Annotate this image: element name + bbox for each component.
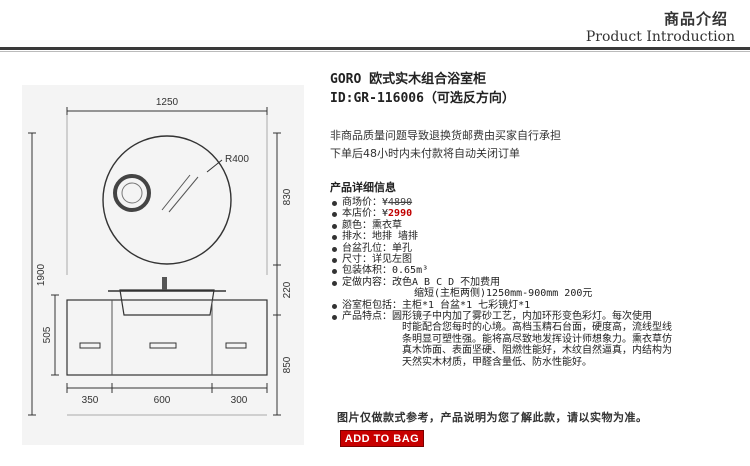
dim-radius: R400 [225,154,249,165]
spec-shop-price: 本店价：¥2990 [330,208,730,219]
handle-right [225,342,247,349]
bullet-icon [332,201,337,206]
spec-size: 尺寸：详见左图 [330,254,730,265]
spec-custom: 定做内容：改色A B C D 不加费用 [330,277,730,288]
cabinet-body [66,299,268,376]
spec-features: 产品特点：圆形镜子中内加了雾砂工艺，内加环形变色彩灯。每次使用 [330,311,730,322]
product-title-block: GORO 欧式实木组合浴室柜 ID:GR-116006（可选反方向） [330,70,515,108]
spec-includes: 浴室柜包括：主柜*1 台盆*1 七彩镜灯*1 [330,300,730,311]
dim-mirror-height: 830 [282,188,293,205]
dim-left: 350 [82,395,99,406]
mirror-glare-2 [168,176,199,213]
bullet-icon [332,303,337,309]
dim-total-height: 1900 [36,263,47,286]
spec-list: 商场价：¥4890 本店价：¥2990 颜色：熏衣草 排水：地排 墙排 台盆孔位… [330,197,730,368]
spec-custom-cont: 缩短(主柜两侧)1250mm-900mm 200元 [414,288,593,300]
round-mirror [102,135,232,265]
dimension-drawing: 1250 R400 830 220 850 1900 505 [22,85,304,445]
section-title-cn: 商品介绍 [663,10,728,28]
spec-features-cont-1: 时能配合您每时的心境。高档玉精石台面，硬度高，流线型线 [402,322,672,334]
notice-payment-timeout: 下单后48小时内未付款将自动关闭订单 [330,147,520,160]
dim-right: 300 [231,395,248,406]
details-heading: 产品详细信息 [330,181,396,194]
bullet-icon [332,280,337,286]
handle-left [79,342,101,349]
bullet-icon [332,223,337,229]
spec-drain: 排水：地排 墙排 [330,231,730,242]
market-price-value: 4890 [388,197,413,208]
shop-price-value: 2990 [388,208,413,220]
dim-gap: 220 [282,281,293,298]
bullet-icon [332,269,337,275]
spec-market-price: 商场价：¥4890 [330,197,730,208]
dim-cabinet-height: 505 [42,326,53,343]
spec-features-cont-3: 真木饰面、表面坚硬、阻燃性能好，木纹自然逼真，内结构为 [402,345,672,357]
basin [119,289,215,316]
bullet-icon [332,235,337,241]
dimension-drawing-svg: 1250 R400 830 220 850 1900 505 [28,97,293,416]
header-underline [0,51,750,52]
disclaimer: 图片仅做款式参考，产品说明为您了解此款，请以实物为准。 [337,411,648,424]
header-divider [0,47,750,50]
spec-features-cont-4: 天然实木材质，甲醛含量低、防水性能好。 [402,356,592,368]
spec-volume: 包装体积：0.65m³ [330,265,730,276]
mirror-glare-1 [161,174,191,211]
notice-block: 非商品质量问题导致退换货邮费由买家自行承担 下单后48小时内未付款将自动关闭订单 [330,127,561,163]
faucet [162,277,167,290]
bullet-icon [332,315,337,321]
dim-floor: 850 [282,356,293,373]
notice-return-policy: 非商品质量问题导致退换货邮费由买家自行承担 [330,129,561,142]
dim-center: 600 [154,395,171,406]
section-header: 商品介绍 Product Introduction [0,0,750,52]
spec-basin-hole: 台盆孔位：单孔 [330,243,730,254]
radius-leader [206,159,223,173]
bullet-icon [332,258,337,264]
bullet-icon [332,246,337,252]
product-id: ID:GR-116006（可选反方向） [330,91,515,106]
spec-color: 颜色：熏衣草 [330,220,730,231]
mirror-inner-ring [121,182,143,204]
handle-center [149,342,177,349]
spec-features-cont-2: 条明显可塑性强。能将高尽致地发挥设计师想象力。熏衣草仿 [402,333,672,345]
section-title-en: Product Introduction [585,29,735,45]
bullet-icon [332,212,337,218]
add-to-bag-button[interactable]: ADD TO BAG [340,430,424,447]
dim-total-width: 1250 [156,97,179,108]
product-name: GORO 欧式实木组合浴室柜 [330,72,487,87]
mirror-ring-light [113,174,151,212]
